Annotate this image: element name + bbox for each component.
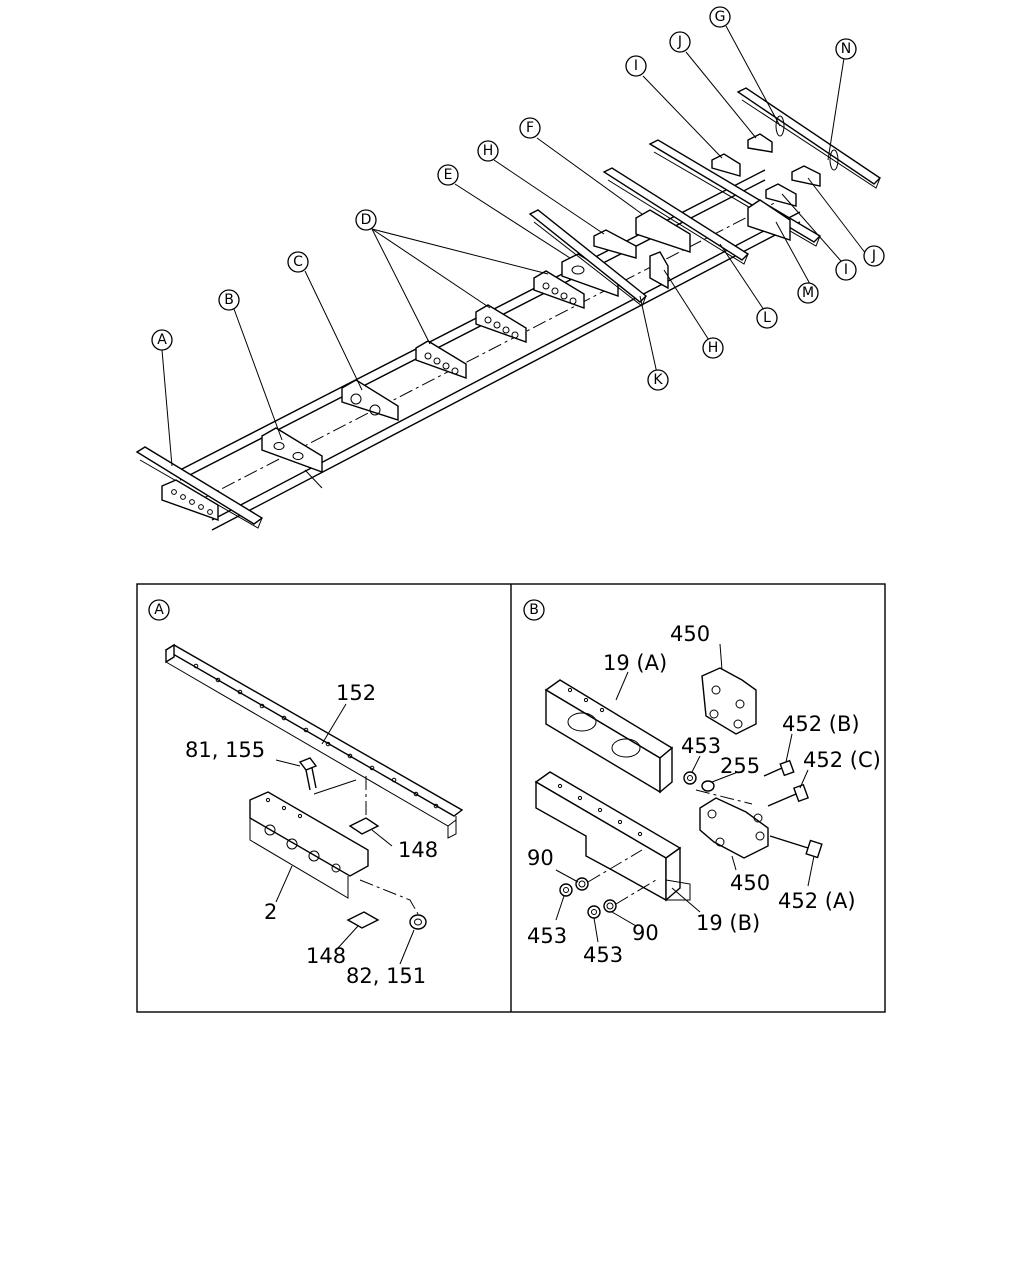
callout-h-bottom: H: [702, 337, 724, 359]
callout-j-bottom: J: [863, 245, 885, 267]
svg-text:M: M: [802, 285, 814, 301]
chassis-frame: [135, 87, 882, 531]
callout-e: E: [437, 164, 459, 186]
bracket-19b: [534, 771, 691, 902]
label-453-right: 453: [583, 943, 623, 967]
panel-a: A: [148, 599, 464, 988]
svg-text:J: J: [871, 248, 876, 264]
panel-a-id: A: [148, 599, 170, 621]
label-452a: 452 (A): [778, 889, 856, 913]
label-453-upper: 453: [681, 734, 721, 758]
channel-152: [164, 643, 464, 839]
svg-text:F: F: [526, 120, 534, 136]
label-255: 255: [720, 754, 760, 778]
plate-148-upper: [348, 817, 380, 835]
callout-i-bottom: I: [835, 259, 857, 281]
svg-text:G: G: [715, 9, 726, 25]
nut-82-151: [409, 914, 427, 930]
callout-c: C: [287, 251, 309, 273]
label-82-151: 82, 151: [346, 964, 426, 988]
callout-n: N: [835, 38, 857, 60]
callout-a: A: [151, 329, 173, 351]
callout-b: B: [218, 289, 240, 311]
washer-90-right: [603, 899, 617, 913]
plate-148-lower: [346, 911, 380, 929]
svg-text:I: I: [634, 58, 638, 74]
bolt-452a: [769, 835, 823, 859]
label-2: 2: [264, 900, 277, 924]
bolt-452b: [763, 759, 795, 777]
svg-text:I: I: [844, 262, 848, 278]
bracket-19a: [544, 679, 674, 794]
overview-callouts: A B C D E H F I J G N J I M L H K: [151, 6, 885, 391]
nut-453-right: [587, 905, 601, 919]
label-148-lower: 148: [306, 944, 346, 968]
svg-text:A: A: [154, 602, 164, 618]
callout-j-top: J: [669, 31, 691, 53]
washer-90-left: [575, 877, 589, 891]
bolt-81-155: [298, 757, 357, 795]
label-152: 152: [336, 681, 376, 705]
svg-text:D: D: [361, 212, 372, 228]
label-19a: 19 (A): [603, 651, 667, 675]
hanger-450-bottom: [699, 797, 769, 859]
label-19b: 19 (B): [696, 911, 760, 935]
label-453-left: 453: [527, 924, 567, 948]
bracket-2: [249, 791, 369, 899]
svg-text:J: J: [677, 34, 682, 50]
callout-l: L: [756, 307, 778, 329]
label-452c: 452 (C): [803, 748, 881, 772]
label-90-right: 90: [632, 921, 659, 945]
svg-text:C: C: [293, 254, 303, 270]
svg-text:N: N: [841, 41, 851, 57]
callout-i-top: I: [625, 55, 647, 77]
label-90-left: 90: [527, 846, 554, 870]
hanger-450-top: [701, 667, 757, 735]
callout-g: G: [709, 6, 731, 28]
callout-k: K: [647, 369, 669, 391]
svg-text:E: E: [444, 167, 453, 183]
nut-453-upper: [683, 771, 697, 785]
leader-lines: [161, 25, 867, 467]
label-450-bottom: 450: [730, 871, 770, 895]
nut-453-left: [559, 883, 573, 897]
panel-b-id: B: [523, 599, 545, 621]
label-81-155: 81, 155: [185, 738, 265, 762]
svg-text:B: B: [224, 292, 234, 308]
callout-d: D: [355, 209, 377, 231]
panel-b: B: [523, 599, 881, 967]
svg-text:A: A: [157, 332, 167, 348]
svg-text:H: H: [708, 340, 719, 356]
svg-text:L: L: [763, 310, 771, 326]
washer-255: [701, 780, 715, 792]
svg-text:B: B: [529, 602, 539, 618]
bolt-452c: [767, 783, 809, 807]
callout-f: F: [519, 117, 541, 139]
label-452b: 452 (B): [782, 712, 860, 736]
svg-text:K: K: [653, 372, 663, 388]
callout-m: M: [797, 282, 819, 304]
detail-panels-frame: [136, 583, 886, 1013]
label-148-upper: 148: [398, 838, 438, 862]
svg-text:H: H: [483, 143, 494, 159]
callout-h-top: H: [477, 140, 499, 162]
label-450-top: 450: [670, 622, 710, 646]
